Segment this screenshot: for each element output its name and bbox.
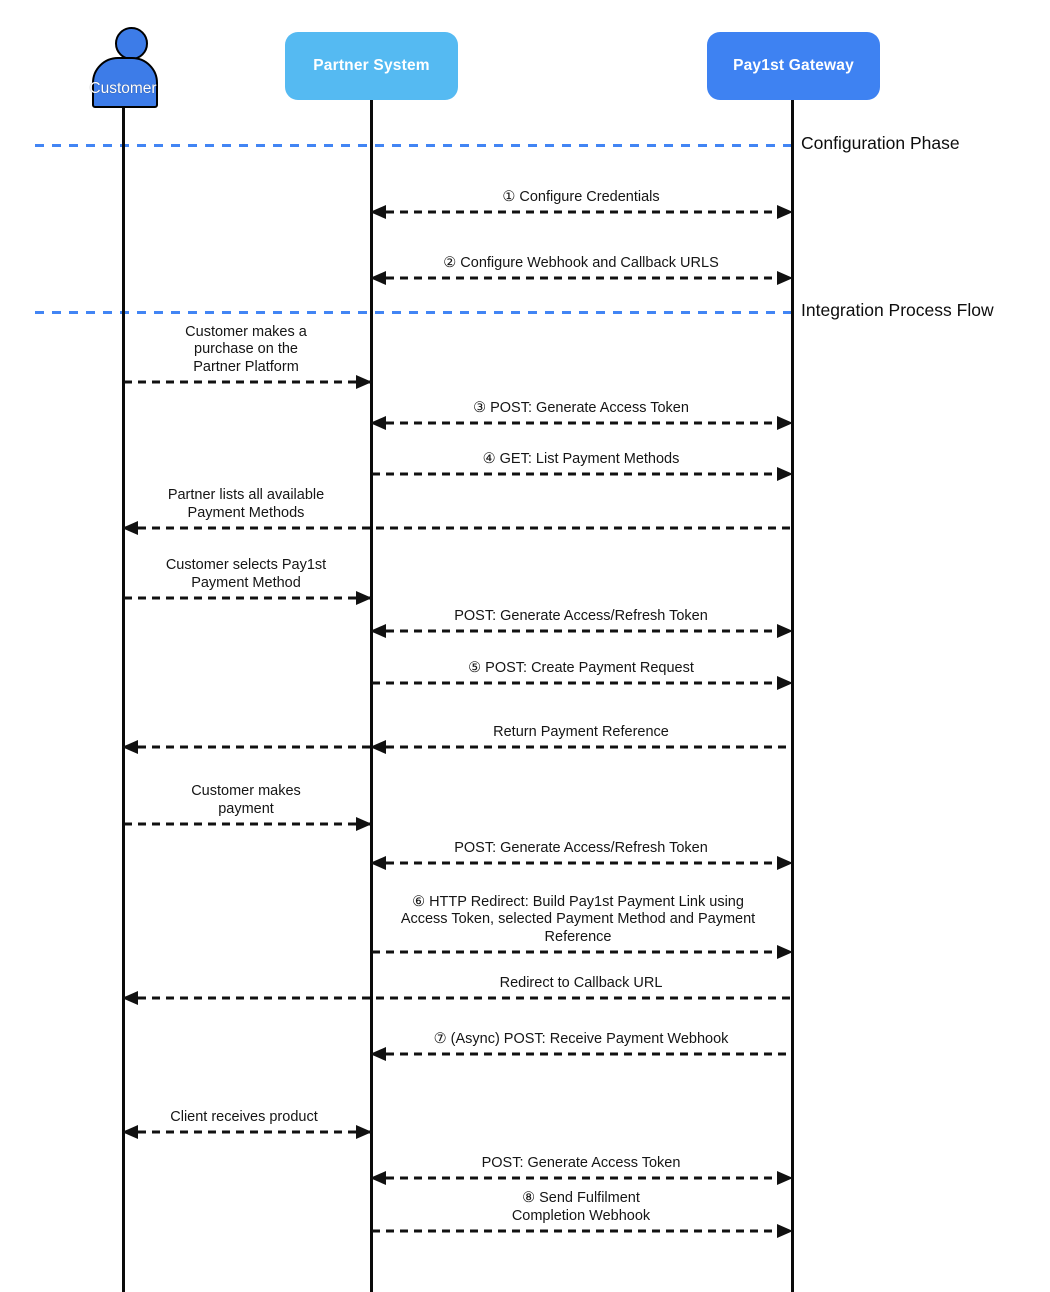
message-label: ⑤ POST: Create Payment Request (468, 659, 694, 676)
arrowhead-right-icon (777, 1224, 793, 1238)
arrowhead-left-icon (370, 624, 386, 638)
arrowhead-right-icon (356, 591, 372, 605)
message-arrow (371, 1222, 793, 1240)
arrowhead-right-icon (777, 624, 793, 638)
arrowhead-left-icon (370, 740, 386, 754)
message-arrow (122, 519, 792, 537)
arrowhead-left-icon (370, 416, 386, 430)
message-arrow (370, 269, 793, 287)
message-label: Client receives product (170, 1108, 318, 1125)
arrowhead-right-icon (777, 467, 793, 481)
message-label: POST: Generate Access Token (481, 1154, 681, 1171)
phase-divider-line (35, 143, 796, 147)
message-label: POST: Generate Access/Refresh Token (454, 607, 708, 624)
message-arrow (122, 1123, 372, 1141)
message-arrow (123, 373, 372, 391)
arrowhead-left-icon (370, 205, 386, 219)
arrowhead-left-icon (370, 1047, 386, 1061)
arrowhead-right-icon (356, 817, 372, 831)
message-arrow (370, 622, 793, 640)
message-label: ① Configure Credentials (502, 188, 660, 205)
message-arrow (370, 1045, 792, 1063)
phase-divider-label: Configuration Phase (801, 133, 960, 153)
phase-divider-line (35, 310, 796, 314)
message-arrow (371, 465, 793, 483)
arrowhead-left-icon (122, 521, 138, 535)
arrowhead-right-icon (777, 945, 793, 959)
arrowhead-right-icon (356, 1125, 372, 1139)
arrowhead-right-icon (777, 676, 793, 690)
person-icon-head (115, 27, 148, 60)
phase-divider-label: Integration Process Flow (801, 300, 994, 320)
arrowhead-left-icon (122, 991, 138, 1005)
message-arrow (123, 589, 372, 607)
message-label: Redirect to Callback URL (499, 974, 663, 991)
message-label: ② Configure Webhook and Callback URLS (443, 254, 719, 271)
message-label: POST: Generate Access/Refresh Token (454, 839, 708, 856)
arrowhead-right-icon (777, 271, 793, 285)
message-arrow (370, 203, 793, 221)
message-arrow (123, 815, 372, 833)
actor-pay1st-gateway: Pay1st Gateway (707, 32, 880, 100)
message-arrow (122, 989, 792, 1007)
message-label: Return Payment Reference (493, 723, 669, 740)
message-label: ③ POST: Generate Access Token (473, 399, 689, 416)
actor-partner-system: Partner System (285, 32, 458, 100)
lifeline-gateway (790, 100, 794, 1292)
lifeline-customer (121, 104, 125, 1292)
message-arrow (370, 1169, 793, 1187)
message-arrow (370, 854, 793, 872)
message-arrow (371, 674, 793, 692)
arrowhead-right-icon (356, 375, 372, 389)
arrowhead-left-icon (122, 1125, 138, 1139)
arrowhead-left-icon (370, 856, 386, 870)
lifeline-partner (369, 100, 373, 1292)
arrowhead-right-icon (777, 1171, 793, 1185)
arrowhead-left-icon (370, 271, 386, 285)
actor-customer-label: Customer (89, 80, 157, 97)
message-label: ④ GET: List Payment Methods (482, 450, 680, 467)
person-icon-body (92, 57, 158, 108)
message-arrow (370, 414, 793, 432)
arrowhead-right-icon (777, 205, 793, 219)
arrowhead-left-icon (370, 1171, 386, 1185)
message-label: ⑦ (Async) POST: Receive Payment Webhook (433, 1030, 729, 1047)
message-label: ⑥ HTTP Redirect: Build Pay1st Payment Li… (400, 893, 756, 945)
message-arrow (370, 738, 792, 756)
arrowhead-right-icon (777, 856, 793, 870)
message-arrow (122, 738, 371, 756)
message-arrow (371, 943, 793, 961)
arrowhead-right-icon (777, 416, 793, 430)
arrowhead-left-icon (122, 740, 138, 754)
